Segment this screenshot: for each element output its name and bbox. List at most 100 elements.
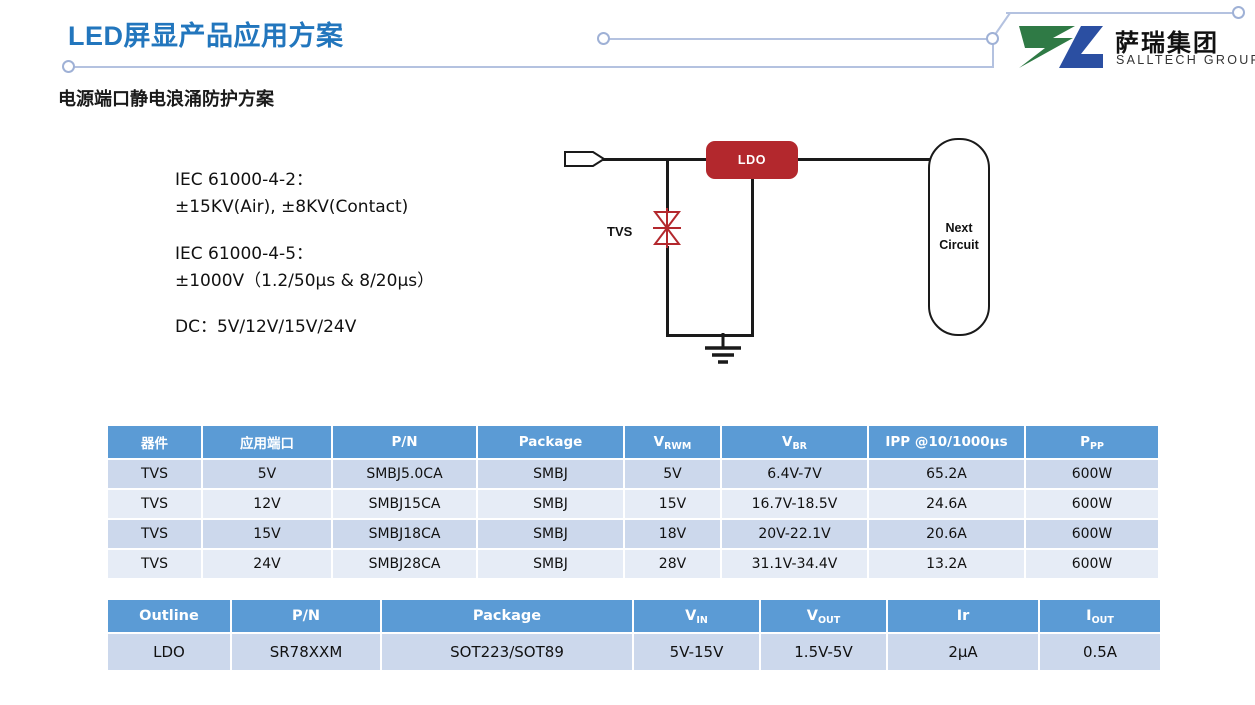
spec-line: ±1000V（1.2/50μs & 8/20μs） [175,270,435,291]
decorative-line-lower [68,66,994,68]
th-device: 器件 [108,426,201,458]
decorative-circle-lower-left [62,60,75,73]
table-row: TVS 5V SMBJ5.0CA SMBJ 5V 6.4V-7V 65.2A 6… [108,460,1158,488]
ldo-spec-table: Outline P/N Package VIN VOUT Ir IOUT LDO… [106,598,1162,672]
wire-ldo-to-next [796,158,930,161]
cell-vin: 5V-15V [634,634,759,670]
cell-ipp: 13.2A [869,550,1024,578]
cell-package: SMBJ [478,520,623,548]
cell-ipp: 20.6A [869,520,1024,548]
spec-group-esd: IEC 61000-4-2： ±15KV(Air), ±8KV(Contact) [175,167,434,221]
cell-vout: 1.5V-5V [761,634,886,670]
table-row: LDO SR78XXM SOT223/SOT89 5V-15V 1.5V-5V … [108,634,1160,670]
spec-line: IEC 61000-4-5： [175,243,314,264]
cell-vrwm: 18V [625,520,720,548]
wire-node-to-tvs [666,158,669,213]
cell-port: 12V [203,490,331,518]
cell-ir: 2μA [888,634,1038,670]
spec-group-surge: IEC 61000-4-5： ±1000V（1.2/50μs & 8/20μs） [175,241,434,295]
table-row: TVS 15V SMBJ18CA SMBJ 18V 20V-22.1V 20.6… [108,520,1158,548]
circuit-diagram: TVS LDO Next Circuit [548,128,1028,388]
next-circuit-line-2: Circuit [939,238,979,252]
input-connector-icon [564,151,606,167]
cell-pn: SR78XXM [232,634,380,670]
ldo-label: LDO [737,153,767,167]
wire-tvs-to-ground [666,246,669,336]
cell-device: TVS [108,550,201,578]
cell-port: 15V [203,520,331,548]
logo-mark-icon [1019,26,1103,68]
specification-text-block: IEC 61000-4-2： ±15KV(Air), ±8KV(Contact)… [175,167,434,361]
cell-package: SOT223/SOT89 [382,634,632,670]
ldo-block: LDO [706,141,798,179]
spec-group-dc: DC：5V/12V/15V/24V [175,314,434,341]
next-circuit-line-1: Next [945,221,973,236]
cell-vrwm: 28V [625,550,720,578]
cell-pn: SMBJ15CA [333,490,476,518]
cell-ipp: 24.6A [869,490,1024,518]
cell-vbr: 20V-22.1V [722,520,867,548]
cell-vrwm: 5V [625,460,720,488]
wire-ground-rail [666,334,754,337]
section-title: 电源端口静电浪涌防护方案 [58,89,274,109]
cell-device: TVS [108,490,201,518]
tvs-spec-table: 器件 应用端口 P/N Package VRWM VBR IPP @10/100… [106,424,1160,580]
th-ppp: PPP [1026,426,1158,458]
table-row: TVS 24V SMBJ28CA SMBJ 28V 31.1V-34.4V 13… [108,550,1158,578]
th-package: Package [478,426,623,458]
cell-ipp: 65.2A [869,460,1024,488]
th-vin: VIN [634,600,759,632]
logo-name-cn: 萨瑞集团 [1115,29,1219,57]
decorative-circle-middle-left [597,32,610,45]
th-outline: Outline [108,600,230,632]
decorative-circle-top-right [1232,6,1245,19]
cell-package: SMBJ [478,490,623,518]
cell-port: 5V [203,460,331,488]
table-row: TVS 12V SMBJ15CA SMBJ 15V 16.7V-18.5V 24… [108,490,1158,518]
th-pn: P/N [232,600,380,632]
wire-ldo-ground-pin [751,178,754,336]
wire-input-to-ldo [603,158,708,161]
cell-pn: SMBJ18CA [333,520,476,548]
cell-ppp: 600W [1026,520,1158,548]
cell-port: 24V [203,550,331,578]
spec-line: DC：5V/12V/15V/24V [175,317,357,338]
table-header-row: Outline P/N Package VIN VOUT Ir IOUT [108,600,1160,632]
page-title: LED屏显产品应用方案 [68,21,344,51]
logo-name-en: SALLTECH GROUP [1116,53,1255,67]
tvs-label: TVS [607,224,633,239]
next-circuit-label: Next Circuit [939,220,979,254]
company-logo: 萨瑞集团 SALLTECH GROUP [1015,22,1255,74]
spec-line: ±15KV(Air), ±8KV(Contact) [175,196,409,217]
decorative-line-middle [603,38,993,40]
cell-vrwm: 15V [625,490,720,518]
cell-outline: LDO [108,634,230,670]
decorative-line-vertical [992,38,994,68]
cell-device: TVS [108,460,201,488]
th-package: Package [382,600,632,632]
cell-ppp: 600W [1026,550,1158,578]
cell-package: SMBJ [478,460,623,488]
cell-iout: 0.5A [1040,634,1160,670]
cell-device: TVS [108,520,201,548]
cell-vbr: 6.4V-7V [722,460,867,488]
th-ipp: IPP @10/1000μs [869,426,1024,458]
cell-ppp: 600W [1026,460,1158,488]
cell-package: SMBJ [478,550,623,578]
spec-line: IEC 61000-4-2： [175,170,314,190]
cell-ppp: 600W [1026,490,1158,518]
next-circuit-block: Next Circuit [928,138,990,336]
cell-vbr: 31.1V-34.4V [722,550,867,578]
decorative-line-top [1006,12,1238,14]
ground-symbol-icon [705,333,741,364]
cell-pn: SMBJ5.0CA [333,460,476,488]
th-application-port: 应用端口 [203,426,331,458]
th-iout: IOUT [1040,600,1160,632]
tvs-diode-icon [653,208,681,248]
th-vbr: VBR [722,426,867,458]
th-pn: P/N [333,426,476,458]
th-vout: VOUT [761,600,886,632]
th-vrwm: VRWM [625,426,720,458]
cell-pn: SMBJ28CA [333,550,476,578]
